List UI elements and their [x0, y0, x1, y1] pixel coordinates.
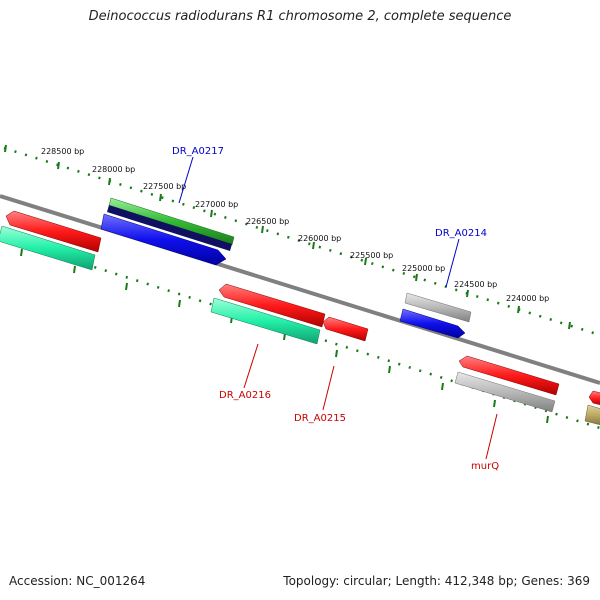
inner-major-ticks	[20, 248, 549, 424]
tick-label: 224500 bp	[454, 280, 497, 289]
feature-dr-a0217-green	[108, 197, 235, 246]
genome-backbone	[0, 194, 600, 385]
tick-label: 228500 bp	[41, 147, 84, 156]
gene-label-dr-a0216: DR_A0216	[219, 390, 271, 401]
tick-label: 227000 bp	[195, 200, 238, 209]
tick-label: 225500 bp	[350, 251, 393, 260]
feature-red-left	[5, 210, 102, 253]
feature-dr-a0214-gray	[404, 292, 472, 323]
feature-red-right-edge	[588, 390, 600, 406]
feature-teal-left	[0, 225, 96, 271]
tick-label: 224000 bp	[506, 294, 549, 303]
feature-dr-a0215-red	[322, 316, 369, 342]
tick-label: 227500 bp	[143, 182, 186, 191]
map-title: Deinococcus radiodurans R1 chromosome 2,…	[88, 9, 512, 24]
tick-labels: 228500 bp 228000 bp 227500 bp 227000 bp …	[41, 147, 549, 303]
feature-murq-gray	[454, 371, 556, 413]
tick-label: 226000 bp	[298, 234, 341, 243]
label-leaders	[178, 156, 498, 460]
gene-label-dr-a0214: DR_A0214	[435, 228, 487, 239]
accession-text: Accession: NC_001264	[9, 574, 146, 588]
gene-label-murq: murQ	[471, 461, 499, 472]
feature-dr-a0216-red	[218, 283, 326, 328]
feature-dr-a0216-teal	[210, 297, 321, 345]
gene-label-dr-a0215: DR_A0215	[294, 413, 346, 424]
feature-murq-red	[458, 355, 560, 396]
tick-label: 226500 bp	[246, 217, 289, 226]
gene-label-dr-a0217: DR_A0217	[172, 146, 224, 157]
feature-blue-arrow-right	[399, 308, 466, 339]
genome-summary-text: Topology: circular; Length: 412,348 bp; …	[283, 574, 590, 588]
gene-labels: DR_A0217 DR_A0214 DR_A0216 DR_A0215 murQ	[172, 146, 499, 472]
outer-major-ticks	[4, 144, 571, 330]
tick-label: 228000 bp	[92, 165, 135, 174]
feature-blue-arrow-left	[100, 213, 227, 266]
tick-label: 225000 bp	[402, 264, 445, 273]
feature-dr-a0217-navy	[107, 205, 232, 251]
feature-khaki-right-edge	[584, 404, 600, 426]
